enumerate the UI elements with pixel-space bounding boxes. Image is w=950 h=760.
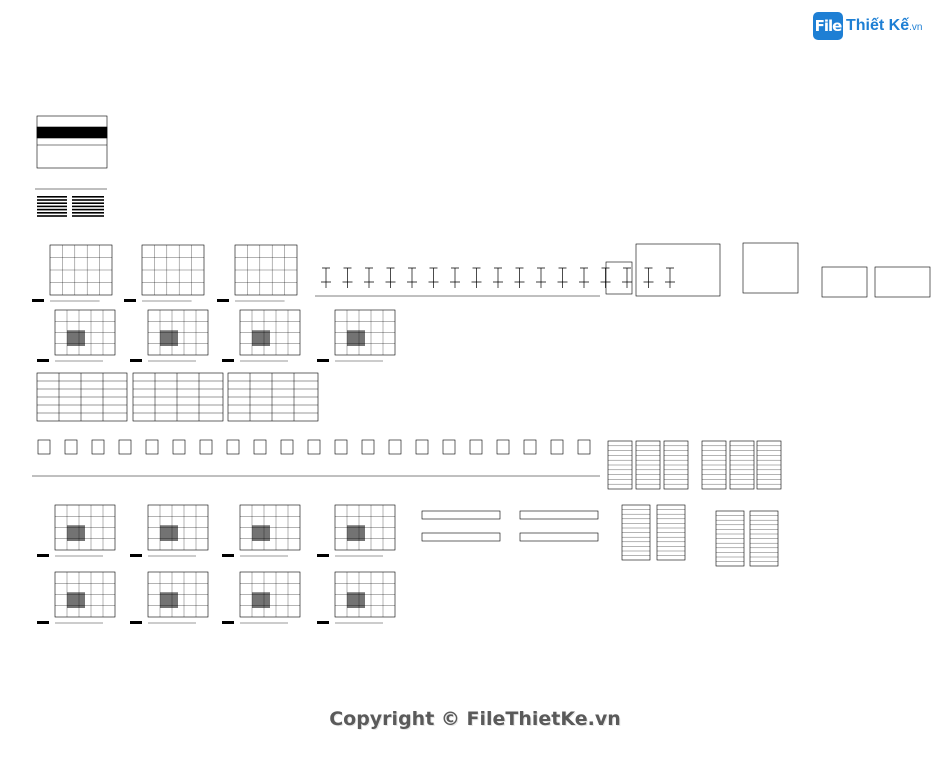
title-tag <box>130 621 142 624</box>
notes-line <box>72 202 104 204</box>
section-detail <box>415 439 429 455</box>
title-tag <box>130 554 142 557</box>
beam-section <box>421 510 501 520</box>
table-block <box>635 243 721 297</box>
column-detail <box>364 267 374 288</box>
column-detail <box>321 267 331 288</box>
notes-line <box>37 215 67 217</box>
section-detail <box>550 439 564 455</box>
section-detail <box>199 439 213 455</box>
notes-line <box>72 196 104 198</box>
notes-line <box>72 199 104 201</box>
section-detail <box>280 439 294 455</box>
notes-line <box>37 202 67 204</box>
logo-text-suffix: .vn <box>909 22 923 33</box>
section-detail <box>118 439 132 455</box>
title-tag <box>222 621 234 624</box>
column-detail <box>385 267 396 288</box>
title-tag <box>37 554 49 557</box>
notes-line <box>37 196 67 198</box>
section-detail <box>496 439 510 455</box>
section-detail <box>37 439 51 455</box>
plan-sheet <box>742 242 799 294</box>
section-detail <box>361 439 375 455</box>
plan-fill <box>160 525 178 541</box>
section-detail <box>388 439 402 455</box>
title-tag <box>222 554 234 557</box>
notes-line <box>37 205 67 208</box>
title-tag <box>37 359 49 362</box>
column-detail <box>493 267 503 288</box>
plan-fill <box>347 525 365 541</box>
plan-fill <box>347 592 365 608</box>
column-detail <box>428 267 439 288</box>
title-tag <box>32 299 44 302</box>
logo-text-main: Thiết Kế <box>846 17 910 34</box>
section-detail <box>145 439 159 455</box>
detail-block <box>821 266 868 298</box>
section-detail <box>91 439 105 455</box>
section-detail <box>442 439 456 455</box>
title-tag <box>222 359 234 362</box>
table-block <box>605 261 633 295</box>
notes-line <box>72 208 104 211</box>
column-detail <box>557 267 568 288</box>
title-tag <box>217 299 229 302</box>
column-detail <box>579 267 589 288</box>
column-detail <box>407 267 417 288</box>
section-detail <box>334 439 348 455</box>
cad-drawing-sheets <box>32 115 931 624</box>
section-detail <box>172 439 186 455</box>
plan-fill <box>67 592 85 608</box>
column-detail <box>643 267 654 288</box>
column-detail <box>536 267 546 288</box>
section-detail <box>469 439 483 455</box>
column-detail <box>622 267 632 288</box>
detail-block <box>874 266 931 298</box>
plan-fill <box>252 592 270 608</box>
notes-line <box>72 205 104 208</box>
section-detail <box>577 439 591 455</box>
column-detail <box>600 267 611 288</box>
column-detail <box>514 267 525 288</box>
plan-fill <box>252 525 270 541</box>
column-detail <box>471 267 482 288</box>
plan-fill <box>252 330 270 346</box>
notes-line <box>72 212 104 214</box>
section-detail <box>226 439 240 455</box>
beam-section <box>421 532 501 542</box>
column-detail <box>665 267 675 288</box>
title-tag <box>130 359 142 362</box>
title-tag <box>124 299 136 302</box>
beam-section <box>519 510 599 520</box>
section-detail <box>64 439 78 455</box>
plan-fill <box>67 330 85 346</box>
cover-title-band <box>36 126 108 139</box>
plan-fill <box>160 592 178 608</box>
cover-sheet <box>36 115 108 169</box>
column-detail <box>342 267 353 288</box>
section-detail <box>253 439 267 455</box>
logo-text: Thiết Kế.vn <box>846 17 922 35</box>
title-tag <box>317 359 329 362</box>
plan-fill <box>347 330 365 346</box>
title-tag <box>317 621 329 624</box>
notes-line <box>37 199 67 201</box>
column-detail <box>450 267 460 288</box>
notes-line <box>72 215 104 217</box>
section-detail <box>307 439 321 455</box>
watermark-logo: File Thiết Kế.vn <box>813 12 922 40</box>
notes-line <box>37 208 67 211</box>
title-tag <box>37 621 49 624</box>
logo-mark: File <box>813 12 843 40</box>
section-detail <box>523 439 537 455</box>
notes-line <box>37 212 67 214</box>
copyright-watermark: Copyright © FileThietKe.vn <box>329 708 621 730</box>
plan-fill <box>160 330 178 346</box>
beam-section <box>519 532 599 542</box>
title-tag <box>317 554 329 557</box>
plan-fill <box>67 525 85 541</box>
